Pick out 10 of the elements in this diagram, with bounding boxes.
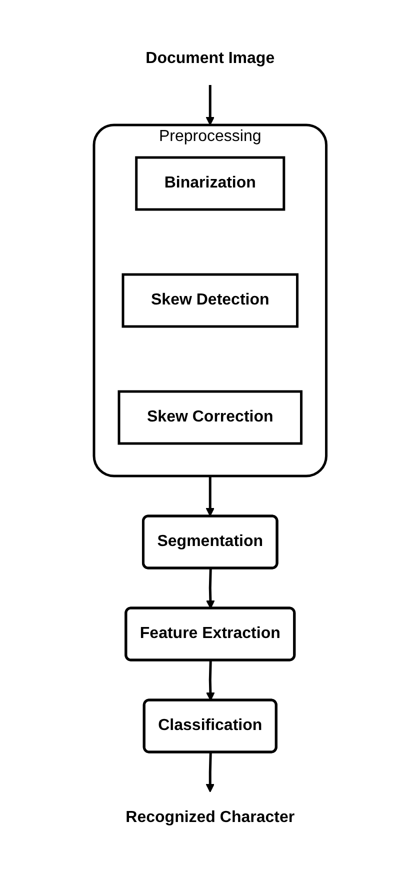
node-text: Document Image xyxy=(146,50,274,66)
arrow xyxy=(206,568,215,608)
arrow xyxy=(206,84,214,125)
arrow xyxy=(206,752,214,792)
node-box: Binarization xyxy=(134,156,286,210)
arrow xyxy=(206,476,214,516)
node-box: Skew Correction xyxy=(118,390,302,444)
arrow xyxy=(206,660,215,700)
node-box: Skew Detection xyxy=(122,272,298,328)
node-text: Recognized Character xyxy=(126,808,294,826)
